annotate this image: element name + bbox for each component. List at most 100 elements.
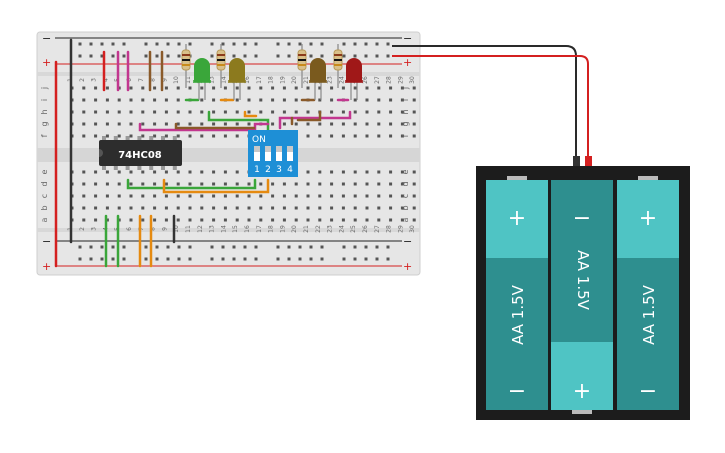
- rail-hole: [320, 257, 324, 261]
- breadboard-hole: [82, 122, 86, 126]
- breadboard-hole: [306, 194, 310, 198]
- breadboard-hole: [141, 206, 145, 210]
- dip-toggle-4[interactable]: [287, 146, 293, 161]
- rail-hole: [155, 257, 159, 261]
- breadboard-hole: [200, 122, 204, 126]
- breadboard-hole: [389, 110, 393, 114]
- breadboard-hole: [389, 134, 393, 138]
- rail-hole: [375, 54, 379, 58]
- ic-pin: [137, 165, 142, 170]
- breadboard-hole: [176, 86, 180, 90]
- dip-toggle-3[interactable]: [276, 146, 282, 161]
- ic-pin: [102, 136, 106, 141]
- breadboard-hole: [318, 218, 322, 222]
- wire-orange-curve[interactable]: [243, 110, 258, 118]
- wire-brown-curve-right[interactable]: [296, 110, 322, 122]
- column-number: 7: [138, 78, 145, 82]
- breadboard-hole: [365, 206, 369, 210]
- breadboard-hole: [153, 110, 157, 114]
- ic-pin: [149, 165, 154, 170]
- breadboard-hole: [341, 182, 345, 186]
- row-letter: d: [401, 181, 410, 186]
- breadboard-hole: [235, 194, 239, 198]
- breadboard-hole: [365, 182, 369, 186]
- wire-green-lower[interactable]: [126, 178, 257, 190]
- ic-pin: [161, 165, 165, 170]
- breadboard-hole: [176, 170, 180, 174]
- breadboard-hole: [271, 194, 275, 198]
- breadboard-hole: [223, 218, 227, 222]
- breadboard-hole: [94, 122, 98, 126]
- resistor[interactable]: [181, 44, 191, 88]
- rail-hole: [342, 245, 346, 249]
- breadboard-hole: [141, 218, 145, 222]
- dip-toggle-1[interactable]: [254, 146, 260, 161]
- breadboard-hole: [223, 194, 227, 198]
- rail-hole: [155, 245, 159, 249]
- column-number: 3: [91, 78, 98, 82]
- rail-hole: [243, 257, 247, 261]
- column-number: 30: [409, 76, 416, 84]
- column-number: 8: [150, 227, 157, 231]
- dip-toggle-2[interactable]: [265, 146, 271, 161]
- rail-plus-sign: +: [42, 260, 51, 273]
- rail-hole: [298, 257, 302, 261]
- breadboard-hole: [412, 110, 416, 114]
- ic-chip[interactable]: 74HC08: [99, 136, 182, 170]
- wire-red-battery[interactable]: [392, 55, 589, 158]
- breadboard-hole: [94, 182, 98, 186]
- column-number: 2: [79, 227, 86, 231]
- breadboard-hole: [259, 86, 263, 90]
- breadboard-hole: [164, 134, 168, 138]
- breadboard-hole: [82, 86, 86, 90]
- row-letter: c: [40, 194, 49, 198]
- breadboard-hole: [389, 182, 393, 186]
- breadboard-hole: [94, 98, 98, 102]
- breadboard-hole: [271, 110, 275, 114]
- breadboard-hole: [306, 86, 310, 90]
- breadboard-hole: [330, 182, 334, 186]
- breadboard-hole: [176, 122, 180, 126]
- ic-pin: [137, 136, 142, 141]
- resistor[interactable]: [216, 44, 226, 88]
- breadboard-hole: [117, 206, 121, 210]
- battery-top-sign: −: [573, 206, 591, 231]
- column-number: 10: [173, 76, 180, 84]
- rail-hole: [353, 245, 357, 249]
- breadboard-hole: [94, 110, 98, 114]
- rail-hole: [232, 257, 236, 261]
- breadboard-hole: [200, 194, 204, 198]
- rail-hole: [243, 54, 247, 58]
- wire-brown-curve[interactable]: [174, 122, 256, 130]
- rail-hole: [122, 257, 126, 261]
- breadboard-hole: [318, 98, 322, 102]
- column-number: 9: [161, 227, 168, 231]
- breadboard-hole: [188, 182, 192, 186]
- column-number: 24: [338, 76, 345, 84]
- breadboard-hole: [330, 134, 334, 138]
- led-brown[interactable]: [309, 58, 327, 100]
- breadboard-hole: [105, 170, 109, 174]
- breadboard-hole: [353, 134, 357, 138]
- rail-hole: [210, 54, 214, 58]
- rail-hole: [188, 42, 192, 46]
- row-letter: f: [40, 134, 49, 137]
- breadboard-hole: [282, 182, 286, 186]
- breadboard-hole: [235, 110, 239, 114]
- column-number: 17: [256, 225, 263, 233]
- rail-hole: [177, 54, 181, 58]
- resistor[interactable]: [333, 44, 343, 88]
- led-yellow[interactable]: [228, 58, 246, 100]
- led-red[interactable]: [345, 58, 363, 100]
- resistor[interactable]: [297, 44, 307, 88]
- breadboard-hole: [341, 170, 345, 174]
- rail-hole: [243, 245, 247, 249]
- wire-orange-lower[interactable]: [162, 178, 270, 194]
- led-green[interactable]: [193, 58, 211, 100]
- rail-minus-sign: −: [403, 235, 412, 248]
- rail-hole: [254, 42, 258, 46]
- rail-hole: [309, 54, 313, 58]
- wire-pink-curve-right[interactable]: [278, 110, 352, 130]
- breadboard-hole: [318, 194, 322, 198]
